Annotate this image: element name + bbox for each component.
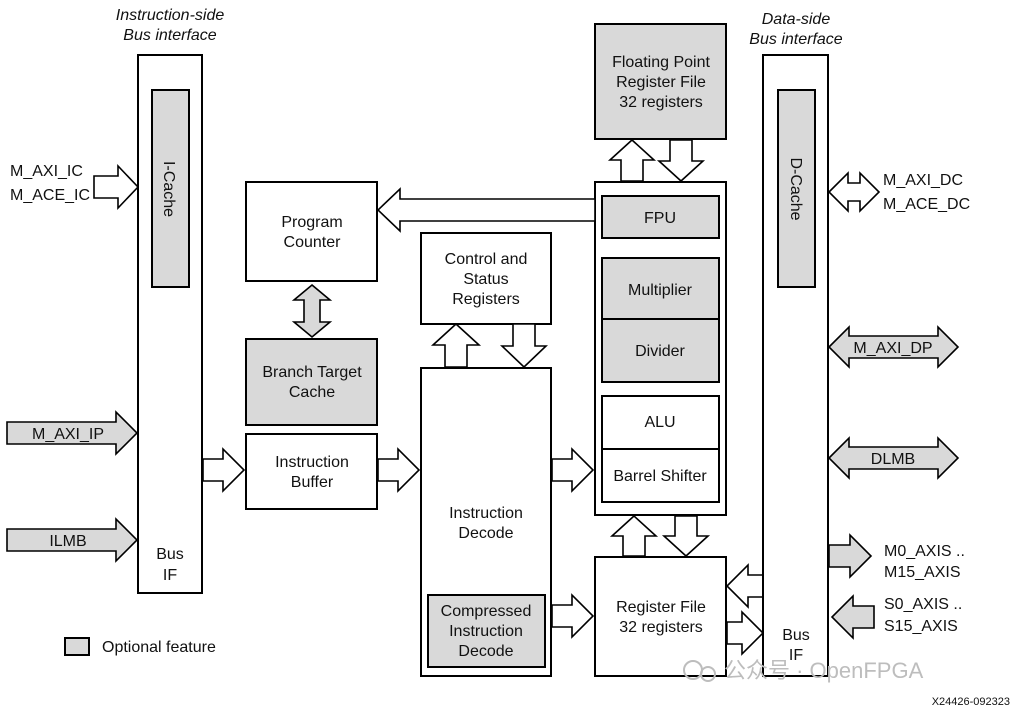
fpregfile-to-fpu-arrow [656,139,706,183]
ilmb-arrow [6,517,139,563]
s-axis-arrow [830,594,875,640]
compressed-label-line3: Decode [458,643,513,660]
alu-block [601,395,720,450]
instruction-buffer-label-line1: Instruction [275,454,349,471]
fpu-block [601,195,720,239]
decode-to-regfile-arrow [551,593,595,639]
bus-if-left-label-line1: Bus [156,546,184,563]
d-cache-label: D-Cache [787,157,804,220]
figure-id: X24426-092323 [932,696,1010,708]
m-ace-ic-label: M_ACE_IC [10,187,90,204]
barrel-shifter-label: Barrel Shifter [613,468,707,485]
instruction-side-header-line2: Bus interface [123,27,216,44]
m-axi-ic-arrow [93,164,140,210]
program-counter-label-line1: Program [281,214,342,231]
program-counter-block [245,181,378,282]
branch-target-label-line2: Cache [289,384,335,401]
regfile-label-line2: 32 registers [619,619,703,636]
m-axi-ip-label: M_AXI_IP [32,426,104,443]
legend-label: Optional feature [102,639,216,656]
dlmb-label: DLMB [871,451,915,468]
alu-label: ALU [644,414,675,431]
ilmb-label: ILMB [49,533,86,550]
data-side-header-line1: Data-side [762,11,831,28]
watermark-text: 公众号 · OpenFPGA [724,658,924,683]
instruction-side-header-line1: Instruction-side [116,7,225,24]
divider-block [601,318,720,383]
compressed-label-line1: Compressed [441,603,532,620]
csr-to-decode-arrow [500,323,548,369]
regfile-to-execute-arrow [609,514,659,557]
decode-to-csr-arrow [430,322,482,368]
i-cache-block [151,89,190,288]
busif-to-buffer-arrow [202,447,246,493]
m-axis-arrow [828,533,873,579]
watermark: 公众号 · OpenFPGA [683,658,924,683]
bus-if-right-label-line2: IF [789,647,803,664]
m-axi-dp-arrow [827,325,960,369]
m-axis-label-line1: M0_AXIS .. [884,543,965,560]
control-status-registers-block [420,232,552,325]
fpu-to-fpregfile-arrow [607,138,657,182]
wechat-icon-2 [700,666,716,682]
m-axi-dp-label: M_AXI_DP [853,340,932,357]
regfile-to-busif-arrow [726,610,765,656]
busif-to-regfile-arrow [725,563,764,609]
regfile-label-line1: Register File [616,599,706,616]
bus-if-right-label-line1: Bus [782,627,810,644]
execute-to-pc-arrow [376,187,596,233]
m-axi-ic-label: M_AXI_IC [10,163,83,180]
instruction-buffer-label-line2: Buffer [291,474,334,491]
s-axis-label-line2: S15_AXIS [884,618,958,635]
m-axi-dc-label: M_AXI_DC [883,172,963,189]
s-axis-label-line1: S0_AXIS .. [884,596,962,613]
program-counter-label-line2: Counter [284,234,342,251]
csr-label-line2: Status [463,271,508,288]
i-cache-label: I-Cache [160,161,177,217]
branch-target-label-line1: Branch Target [262,364,362,381]
divider-label: Divider [635,343,685,360]
fp-regfile-label-line2: Register File [616,74,706,91]
fp-register-file-block [594,23,727,140]
compressed-label-line2: Instruction [449,623,523,640]
decode-to-execute-arrow [551,447,595,493]
m-ace-dc-label: M_ACE_DC [883,196,970,213]
multiplier-block [601,257,720,320]
fp-regfile-label-line1: Floating Point [612,54,710,71]
register-file-block [594,556,727,677]
execute-to-regfile-arrow [661,515,711,558]
m-axi-ip-arrow [6,410,139,456]
csr-label-line1: Control and [445,251,528,268]
compressed-instruction-decode-block [427,594,546,668]
dlmb-arrow [827,436,960,480]
m-axi-dc-arrow [827,171,881,213]
instruction-decode-label-line2: Decode [458,525,513,542]
bus-if-left-label-line2: IF [163,567,177,584]
fp-regfile-label-line3: 32 registers [619,94,703,111]
fpu-label: FPU [644,210,676,227]
multiplier-label: Multiplier [628,282,693,299]
instruction-decode-label-line1: Instruction [449,505,523,522]
csr-label-line3: Registers [452,291,520,308]
pc-branch-arrow [291,283,333,339]
d-cache-block [777,89,816,288]
m-axis-label-line2: M15_AXIS [884,564,960,581]
data-side-header-line2: Bus interface [749,31,842,48]
instruction-buffer-block [245,433,378,510]
buffer-to-decode-arrow [377,447,421,493]
barrel-shifter-block [601,448,720,503]
branch-target-cache-block [245,338,378,426]
legend-swatch [64,637,90,656]
